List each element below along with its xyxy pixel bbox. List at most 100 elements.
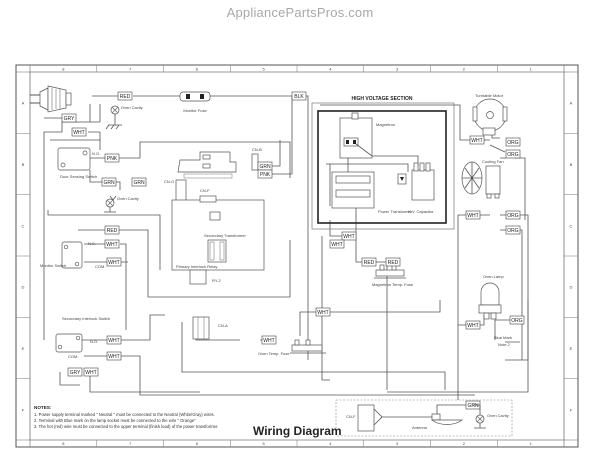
wire-tag-text: WHT (108, 354, 119, 360)
grid-column-label: 3 (396, 67, 399, 72)
diagram-title: Wiring Diagram (253, 424, 342, 438)
wire-tag-text: GRN (259, 164, 271, 170)
grid-row-label: A (570, 101, 573, 106)
wire-tag-wht-tt: WHT (469, 135, 485, 145)
turntable-motor: Turntable Motor (472, 93, 508, 136)
wire-tag-text: RED (120, 94, 131, 100)
wire-tag-text: GRY (64, 116, 75, 122)
grid-row-label: E (570, 346, 573, 351)
door-sensing-switch-label: Door Sensing Switch (60, 174, 97, 179)
wire-tag-text: PNK (107, 156, 118, 162)
power-plug (30, 85, 72, 113)
wire-tag-text: PNK (260, 172, 271, 178)
wire-tag-wht-sec3: WHT (83, 367, 99, 377)
wire-tag-text: RED (107, 228, 118, 234)
wire-tag-grn-door-l: GRN (101, 177, 117, 187)
wire-tag-red-mtf2: RED (385, 257, 401, 267)
wire-tag-wht-sec1: WHT (106, 335, 122, 345)
grid-row-label: D (22, 285, 25, 290)
wire-tag-wht-tf1: WHT (341, 231, 357, 241)
wire-tag-pnk-door: PNK (104, 153, 120, 163)
monitor-fuse: Monitor Fuse (179, 91, 211, 113)
monitor-switch-nc: N.C. (88, 241, 96, 246)
wire-tag-wht-sec2: WHT (106, 351, 122, 361)
note-2: 2. Terminal with Blue mark on the lamp s… (34, 418, 196, 423)
wire-tag-text: WHT (108, 338, 119, 344)
grid-column-label: 6 (196, 67, 199, 72)
notes-heading: NOTES: (34, 405, 52, 410)
wire-tag-text: ORG (507, 228, 519, 234)
grid-row-label: C (570, 223, 573, 228)
wire-tag-text: ORG (507, 213, 519, 219)
wire-tag-grn-door-r: GRN (131, 177, 147, 187)
ry2-relay (189, 269, 207, 285)
cooling-fan: Cooling Fan (461, 159, 504, 199)
notes-block: NOTES: 1. Power supply terminal marked "… (34, 405, 218, 429)
oven-cavity-ground-top: Oven Cavity (105, 105, 143, 130)
wire-tag-text: GRY (70, 370, 81, 376)
wire-tag-wht-mon1: WHT (104, 239, 120, 249)
high-voltage-label: HIGH VOLTAGE SECTION (352, 96, 413, 102)
grid-column-label: 1 (530, 67, 533, 72)
oven-cavity-mid-label: Oven Cavity (117, 196, 139, 201)
secondary-switch-no: N.O. (90, 339, 98, 344)
wire-tag-wht-oft2: WHT (315, 307, 331, 317)
grid-row-label: B (22, 162, 25, 167)
secondary-switch-com: COM. (68, 354, 78, 359)
magnetron-temp-fuse: Magnetron Temp. Fuse (372, 264, 414, 287)
blue-mark-label: Blue Mark (494, 335, 512, 340)
door-switch-no: N.O. (92, 151, 100, 156)
wire-tag-cnb-grn: GRN (257, 161, 273, 171)
blue-mark-note: Note 2 (498, 342, 511, 347)
grid-row-label: D (570, 285, 573, 290)
cooling-fan-label: Cooling Fan (482, 159, 504, 164)
secondary-transformer-label: Secondary Transformer (204, 233, 246, 238)
oven-lamp-label: Oven Lamp (483, 274, 504, 279)
grid-row-label: C (22, 223, 25, 228)
wire-tag-text: RED (364, 260, 375, 266)
cn-b-label: CN-B (252, 147, 262, 152)
cn-g-label: CN-G (164, 179, 174, 184)
wire-tag-red-mtf1: RED (361, 257, 377, 267)
note-1: 1. Power supply terminal marked " Neutra… (34, 412, 215, 417)
wire-tag-org-fan2: ORG (505, 225, 521, 235)
wire-tag-cnb-pnk: PNK (257, 169, 273, 179)
wire-tag-org-lamp: ORG (509, 315, 525, 325)
wire-tag-text: ORG (507, 152, 519, 158)
grid-row-label: F (22, 407, 25, 412)
monitor-fuse-label: Monitor Fuse (183, 108, 207, 113)
cn-f-bottom-label: CN-F (346, 414, 356, 419)
wire-tag-text: WHT (467, 213, 478, 219)
oven-cavity-ground-mid: Oven Cavity (104, 195, 139, 213)
oven-cavity-top-label: Oven Cavity (121, 105, 143, 110)
grid-column-label: 3 (396, 441, 399, 446)
hv-capacitor-label: H.V. Capacitor (408, 209, 434, 214)
grid-row-label: A (22, 101, 25, 106)
wire-tag-wht-mon2: WHT (106, 257, 122, 267)
wire-tag-text: GRN (467, 403, 479, 409)
wire-tag-text: WHT (331, 242, 342, 248)
grid-column-label: 7 (129, 67, 132, 72)
wire-tag-red-mon: RED (104, 225, 120, 235)
grid-row-label: F (570, 407, 573, 412)
monitor-switch: Monitor Switch N.C. COM. (40, 241, 105, 269)
antenna-inset: CN-F Antenna Oven Cavity (335, 399, 513, 437)
primary-interlock-relay-label: Primary Interlock Relay (176, 264, 217, 269)
wire-tag-red-top: RED (117, 91, 133, 101)
power-transformer-label: Power Transformer (378, 209, 413, 214)
wire-tag-text: RED (388, 260, 399, 266)
site-watermark: AppliancePartsPros.com (226, 5, 374, 20)
wire-tag-text: WHT (317, 310, 328, 316)
wire-tag-text: GRN (133, 180, 145, 186)
grid-column-label: 1 (530, 441, 533, 446)
wire-tag-org-tt2: ORG (505, 149, 521, 159)
secondary-interlock-switch-label: Secondary Interlock Switch (62, 316, 110, 321)
oven-temp-fuse-label: Oven Temp. Fuse (258, 351, 290, 356)
grid-column-label: 8 (62, 441, 65, 446)
grid-column-label: 4 (329, 67, 332, 72)
wire-tag-wht-top: WHT (71, 127, 87, 137)
magnetron-label: Magnetron (376, 122, 395, 127)
